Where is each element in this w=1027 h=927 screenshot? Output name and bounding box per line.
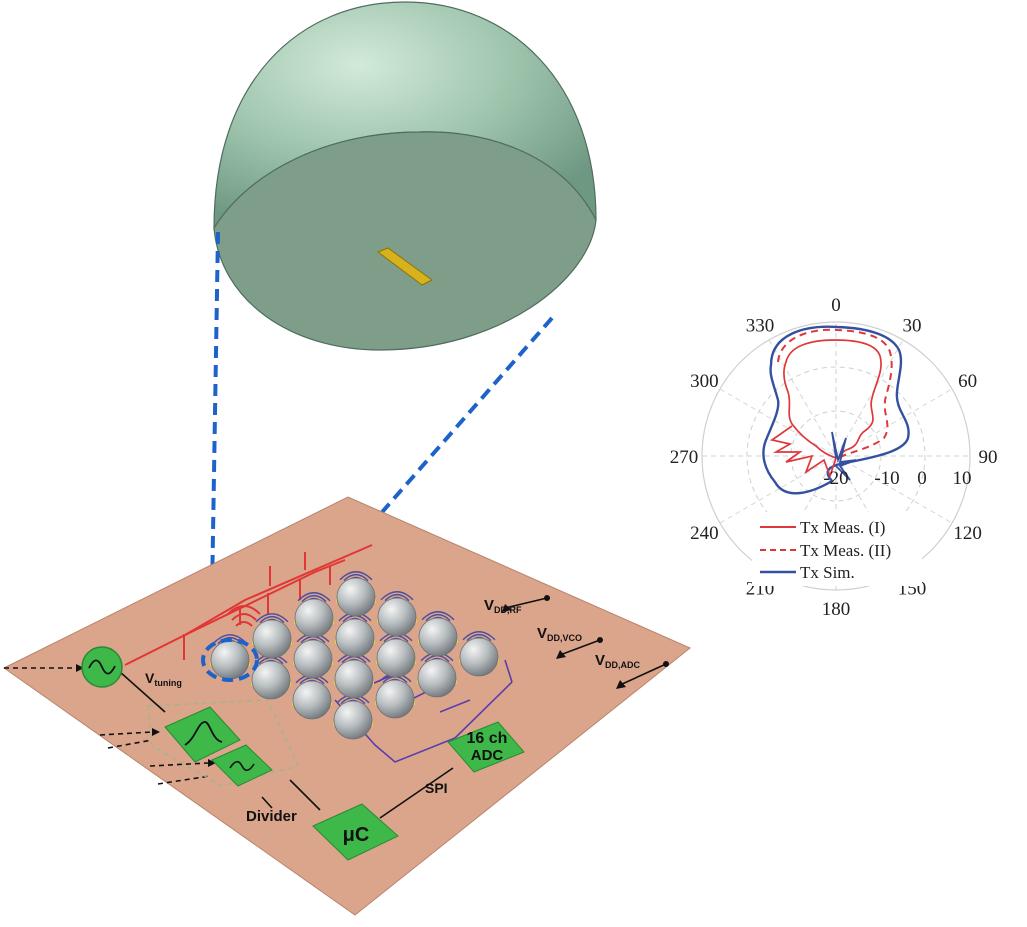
array-element — [418, 611, 458, 657]
array-element — [459, 631, 499, 677]
curve-tx-meas-2 — [777, 328, 893, 459]
radial-tick-label: 0 — [917, 468, 927, 489]
angle-tick-label: 330 — [746, 315, 775, 336]
array-element — [377, 591, 417, 637]
tx-wave-icon — [227, 605, 261, 627]
signal-lines — [119, 597, 667, 819]
sine-small-icon — [229, 760, 255, 772]
sensor-array — [210, 571, 499, 740]
sine-icon — [88, 659, 116, 675]
polar-radial-labels: -20 -10 0 10 — [823, 468, 971, 489]
array-element — [292, 674, 332, 720]
bandpass-icon — [184, 721, 223, 746]
svg-text:Tx Sim.: Tx Sim. — [800, 563, 855, 582]
angle-tick-label: 0 — [831, 295, 841, 316]
array-element — [293, 633, 333, 679]
polar-legend: Tx Meas. (I) Tx Meas. (II) Tx Sim. — [752, 512, 922, 586]
vdd-vco-label: VDD,VCO — [537, 625, 582, 643]
control-arrows — [76, 664, 216, 767]
signal-dots — [502, 595, 669, 689]
microcontroller-block[interactable]: μC — [312, 803, 399, 861]
angle-tick-label: 30 — [903, 315, 922, 336]
adc-label-line2: ADC — [471, 747, 504, 764]
vtuning-label: Vtuning — [145, 670, 182, 688]
legend-item-tx-meas-2: Tx Meas. (II) — [760, 541, 891, 560]
radial-tick-label: -10 — [874, 468, 899, 489]
adc-label-line1: 16 ch — [467, 730, 508, 747]
uc-label: μC — [343, 824, 370, 846]
element-highlight — [201, 638, 259, 682]
curve-tx-sim-center-spike — [831, 431, 857, 481]
lens-hemisphere — [213, 1, 597, 351]
filter-block[interactable] — [164, 706, 241, 763]
angle-tick-label: 90 — [979, 447, 998, 468]
polar-curves — [762, 325, 910, 495]
array-element — [334, 653, 374, 699]
radial-tick-label: 10 — [953, 468, 972, 489]
angle-tick-label: 240 — [690, 523, 719, 544]
spi-label: SPI — [425, 780, 448, 796]
vdd-rf-label: VDD,RF — [484, 597, 522, 615]
lens-feed-antenna — [376, 247, 433, 286]
svg-text:Tx Meas. (II): Tx Meas. (II) — [800, 541, 891, 560]
angle-tick-label: 60 — [958, 371, 977, 392]
divider-label: Divider — [246, 808, 297, 825]
angle-tick-label: 300 — [690, 371, 719, 392]
array-element — [333, 694, 373, 740]
angle-tick-label: 120 — [953, 523, 982, 544]
vdd-adc-label: VDD,ADC — [595, 652, 641, 670]
array-element — [336, 571, 376, 617]
divider-block[interactable] — [211, 744, 273, 787]
angle-tick-label: 180 — [822, 599, 851, 620]
array-element — [375, 673, 415, 719]
array-element — [417, 652, 457, 698]
array-element — [294, 592, 334, 638]
lens-flat-face — [213, 131, 597, 351]
angle-tick-label: 270 — [670, 447, 699, 468]
control-dashed-lines — [4, 667, 299, 787]
radial-tick-label: -20 — [823, 468, 848, 489]
adc-block[interactable]: 16 ch ADC — [447, 721, 525, 773]
array-element — [376, 632, 416, 678]
oscillator-source[interactable] — [81, 646, 123, 688]
array-element — [335, 612, 375, 658]
legend-item-tx-meas-1: Tx Meas. (I) — [760, 518, 885, 537]
legend-item-tx-sim: Tx Sim. — [760, 563, 855, 582]
rf-traces — [124, 544, 373, 666]
svg-text:Tx Meas. (I): Tx Meas. (I) — [800, 518, 885, 537]
curve-tx-meas-1 — [769, 339, 882, 479]
array-element — [252, 613, 292, 659]
